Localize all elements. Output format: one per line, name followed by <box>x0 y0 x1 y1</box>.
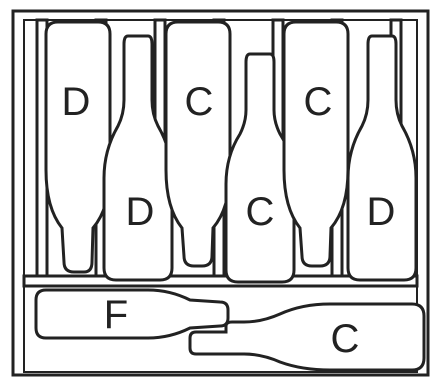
bottle-label-2: D <box>126 190 155 234</box>
bottle-label-7: F <box>104 293 128 337</box>
bottle-label-5: C <box>304 80 333 124</box>
bottle-label-4: C <box>246 190 275 234</box>
bottle-6-upright <box>348 36 416 280</box>
bottle-label-6: D <box>367 190 396 234</box>
bottle-label-1: D <box>62 80 91 124</box>
bottle-label-8: C <box>331 317 360 361</box>
bottle-label-3: C <box>185 80 214 124</box>
